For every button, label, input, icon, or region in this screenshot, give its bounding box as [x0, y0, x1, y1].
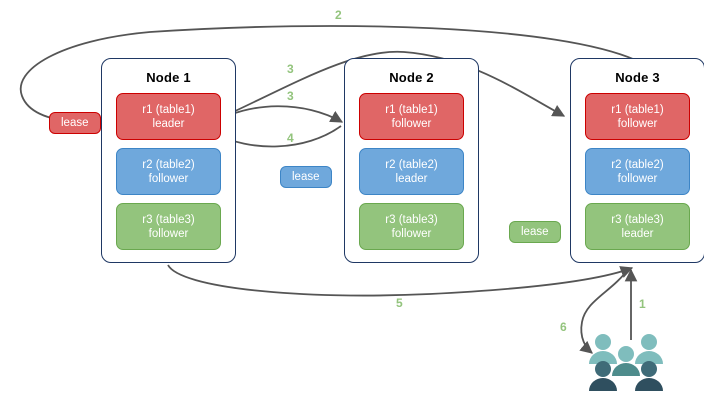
- replica-node2-r2[interactable]: r2 (table2) leader: [359, 148, 464, 195]
- replica-node3-r3[interactable]: r3 (table3) leader: [585, 203, 690, 250]
- replica-name: r3 (table3): [611, 213, 664, 226]
- step-label-4: 4: [287, 131, 294, 145]
- replica-node2-r3[interactable]: r3 (table3) follower: [359, 203, 464, 250]
- replica-role: follower: [148, 227, 189, 240]
- replica-node3-r1[interactable]: r1 (table1) follower: [585, 93, 690, 140]
- step-label-5: 5: [396, 296, 403, 310]
- replica-role: follower: [391, 227, 432, 240]
- replica-node2-r1[interactable]: r1 (table1) follower: [359, 93, 464, 140]
- replica-role: leader: [395, 172, 428, 185]
- step-label-3-lower: 3: [287, 89, 294, 103]
- lease-label: lease: [521, 226, 549, 238]
- replica-role: leader: [621, 227, 654, 240]
- node-box-node-2[interactable]: Node 2 r1 (table1) follower r2 (table2) …: [344, 58, 479, 263]
- replica-role: follower: [148, 172, 189, 185]
- node-box-node-3[interactable]: Node 3 r1 (table1) follower r2 (table2) …: [570, 58, 704, 263]
- replica-role: leader: [152, 117, 185, 130]
- replica-name: r3 (table3): [142, 213, 195, 226]
- replica-node1-r1[interactable]: r1 (table1) leader: [116, 93, 221, 140]
- replica-name: r1 (table1): [385, 103, 438, 116]
- lease-badge-node2[interactable]: lease: [280, 166, 332, 188]
- node-title: Node 2: [389, 70, 434, 85]
- replica-name: r3 (table3): [385, 213, 438, 226]
- replica-role: follower: [617, 172, 658, 185]
- replica-name: r2 (table2): [142, 158, 195, 171]
- replica-name: r2 (table2): [385, 158, 438, 171]
- replica-name: r2 (table2): [611, 158, 664, 171]
- replica-role: follower: [391, 117, 432, 130]
- step-label-6: 6: [560, 320, 567, 334]
- replica-name: r1 (table1): [142, 103, 195, 116]
- replica-name: r1 (table1): [611, 103, 664, 116]
- lease-badge-node1[interactable]: lease: [49, 112, 101, 134]
- replica-role: follower: [617, 117, 658, 130]
- node-title: Node 1: [146, 70, 191, 85]
- node-title: Node 3: [615, 70, 660, 85]
- node-box-node-1[interactable]: Node 1 r1 (table1) leader r2 (table2) fo…: [101, 58, 236, 263]
- step-label-1: 1: [639, 297, 646, 311]
- lease-label: lease: [292, 171, 320, 183]
- arrow-step-5: [167, 264, 634, 297]
- replica-node1-r2[interactable]: r2 (table2) follower: [116, 148, 221, 195]
- step-label-3-upper: 3: [287, 62, 294, 76]
- replica-node1-r3[interactable]: r3 (table3) follower: [116, 203, 221, 250]
- lease-badge-node3[interactable]: lease: [509, 221, 561, 243]
- replica-node3-r2[interactable]: r2 (table2) follower: [585, 148, 690, 195]
- step-label-2: 2: [335, 8, 342, 22]
- users-icon: [589, 334, 663, 391]
- lease-label: lease: [61, 117, 89, 129]
